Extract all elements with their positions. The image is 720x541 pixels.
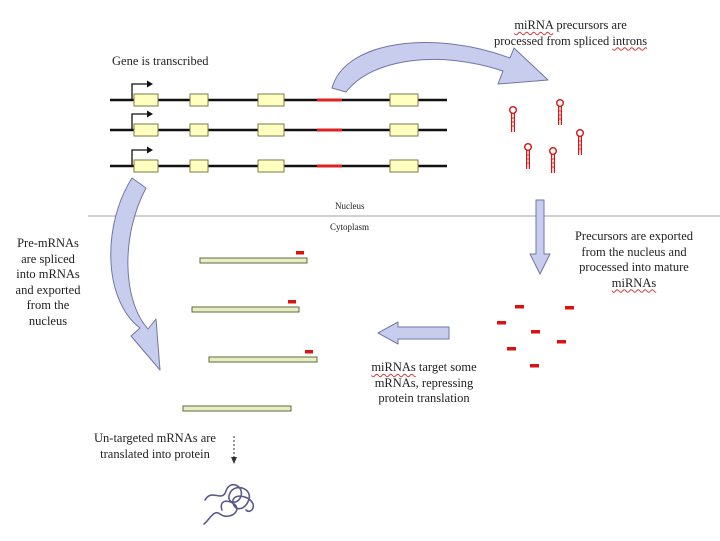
pre-mirna-hairpin-icon: [549, 147, 557, 173]
mrna-untargeted: [182, 405, 292, 412]
export-arrow: [529, 199, 551, 275]
mature-mirna: [557, 340, 566, 344]
bent-arrow-icon-head: [147, 146, 153, 154]
pre-mirna-hairpin-icon: [576, 129, 584, 155]
exon: [257, 93, 285, 107]
transcription-arrow: [331, 42, 549, 93]
target-label: miRNAs target some mRNAs, repressing pro…: [371, 360, 477, 405]
mrna: [208, 356, 318, 363]
mrna: [191, 306, 300, 313]
untargeted-label: Un-targeted mRNAs are translated into pr…: [94, 431, 216, 461]
mrna: [199, 257, 308, 264]
pre-mrnas-label: Pre-mRNAs are spliced into mRNAs and exp…: [15, 236, 81, 328]
exon: [189, 123, 209, 137]
bent-arrow-icon: [131, 113, 147, 130]
pre-mirna-hairpin-icon: [556, 99, 564, 125]
exon: [389, 93, 419, 107]
mature-mirna: [530, 364, 539, 368]
exon: [189, 159, 209, 173]
exon: [257, 123, 285, 137]
pre-mirna-hairpin-icon: [524, 143, 532, 169]
mature-mirna: [565, 306, 574, 310]
bent-arrow-icon-head: [147, 80, 153, 88]
exon: [133, 159, 159, 173]
splicing-export-arrow: [110, 177, 161, 371]
exon: [133, 123, 159, 137]
exported-label: Precursors are exported from the nucleus…: [574, 229, 693, 290]
precursors-processed-label: miRNA precursors are processed from spli…: [494, 18, 648, 48]
mirnas-word: miRNAs: [371, 360, 416, 374]
exon: [389, 159, 419, 173]
mirna-word: miRNA: [514, 18, 554, 32]
gene-row: [110, 146, 447, 173]
translation-arrow-head: [231, 457, 237, 464]
protein-coil-icon: [203, 483, 255, 525]
mature-mirna: [497, 321, 506, 325]
pre-mirna-hairpin-icon: [509, 106, 517, 132]
gene-row: [110, 110, 447, 137]
bent-arrow-icon: [131, 83, 147, 100]
introns-word: introns: [612, 33, 648, 48]
gene-transcribed-label: Gene is transcribed: [112, 54, 209, 68]
mirna-bound: [305, 350, 313, 354]
gene-row: [110, 80, 447, 107]
cytoplasm-label: Cytoplasm: [330, 222, 370, 232]
mature-mirna: [507, 347, 516, 351]
exon: [133, 93, 159, 107]
mirna-bound: [288, 300, 296, 304]
mature-mirna: [515, 305, 524, 309]
mature-mirna: [531, 330, 540, 334]
exon: [389, 123, 419, 137]
targeting-arrow: [377, 321, 450, 345]
exon: [257, 159, 285, 173]
exon: [189, 93, 209, 107]
mirna-bound: [296, 251, 304, 255]
bent-arrow-icon-head: [147, 110, 153, 118]
bent-arrow-icon: [131, 149, 147, 166]
nucleus-label: Nucleus: [335, 201, 365, 211]
mirnas-word: miRNAs: [611, 275, 657, 290]
